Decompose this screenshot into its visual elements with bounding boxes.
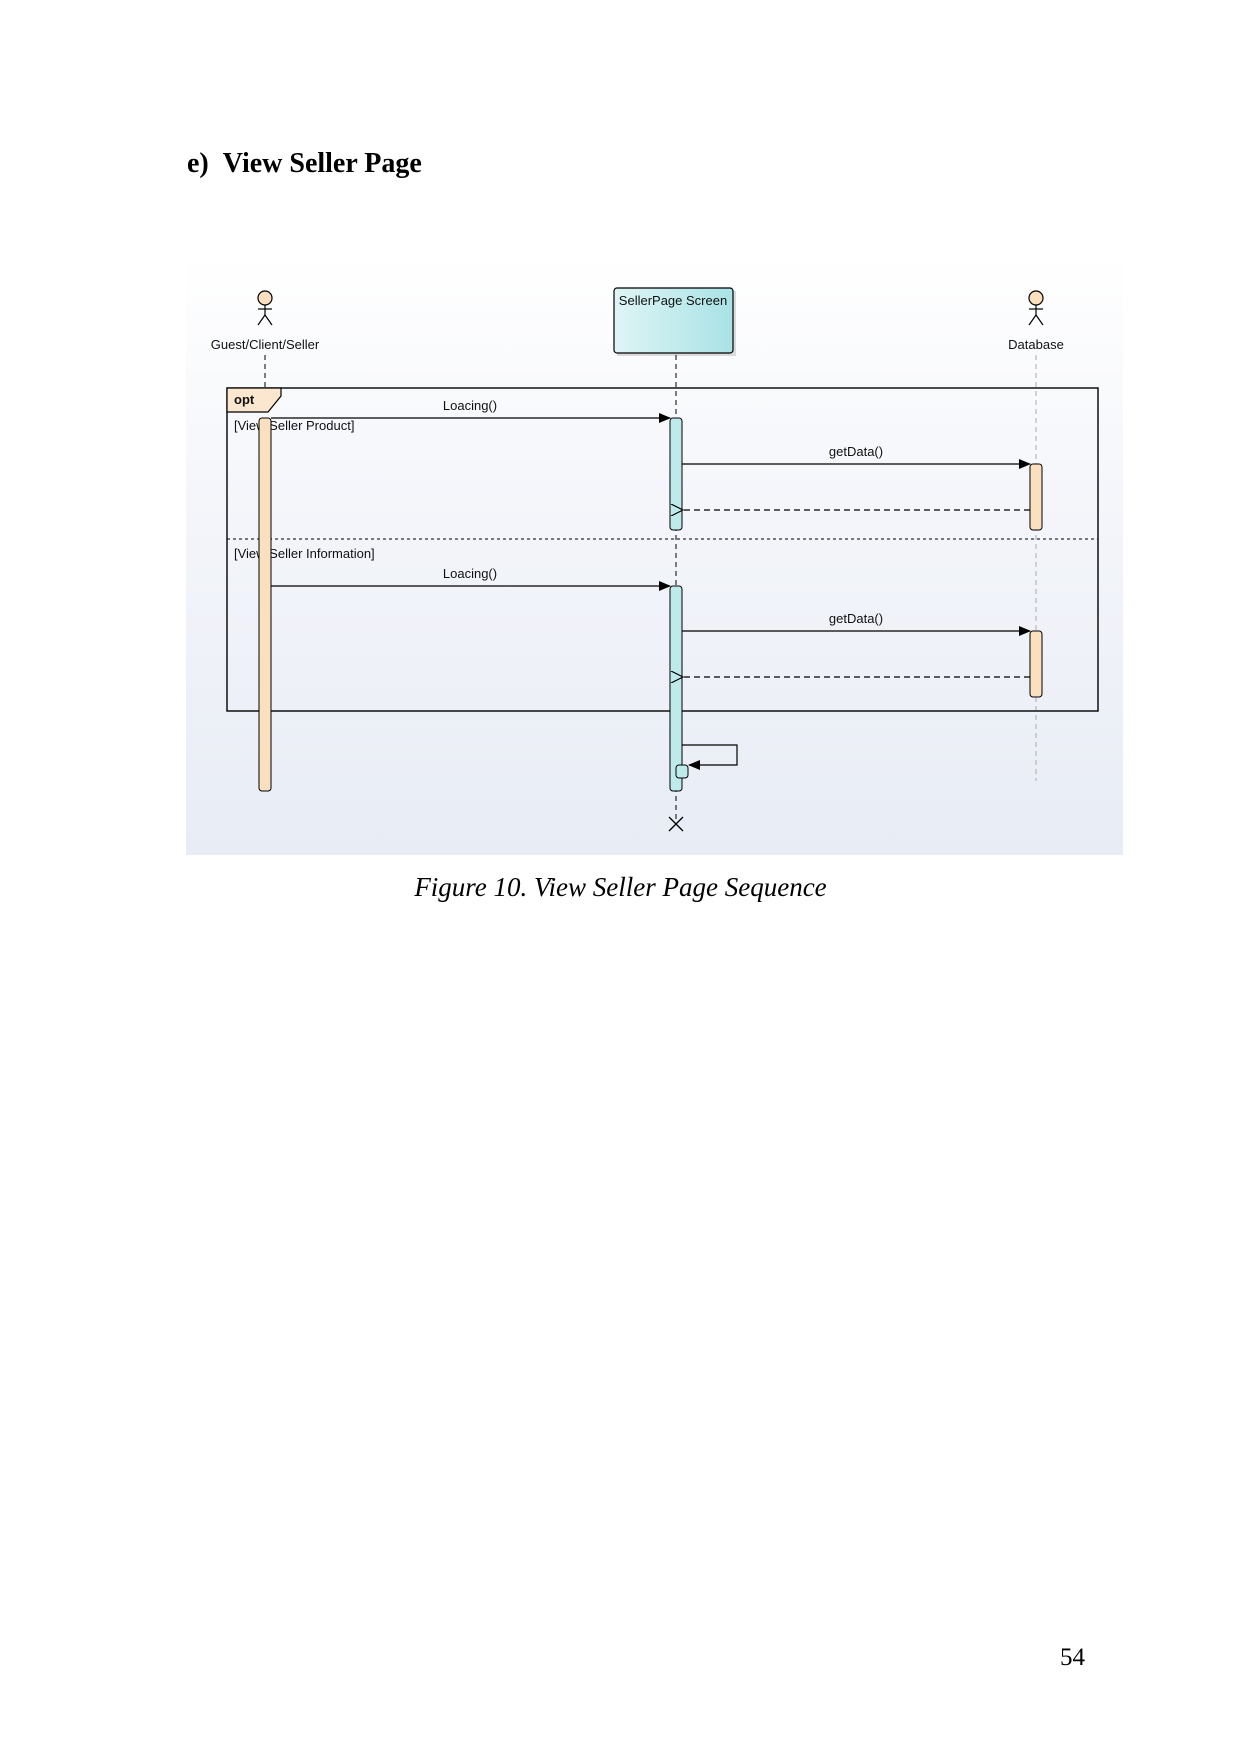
fragment-operator: opt bbox=[234, 392, 255, 407]
sequence-diagram: Guest/Client/Seller SellerPage Screen Da… bbox=[186, 253, 1123, 855]
section-title: View Seller Page bbox=[222, 148, 422, 179]
message-label: getData() bbox=[829, 444, 883, 459]
participant-sellerpage-screen: SellerPage Screen bbox=[613, 287, 736, 356]
fragment-guard-1: [View Seller Product] bbox=[234, 418, 354, 433]
screen-activation-bar-2 bbox=[669, 585, 683, 792]
database-head-icon bbox=[1028, 290, 1044, 306]
section-heading: e) View Seller Page bbox=[187, 148, 422, 180]
screen-self-activation bbox=[675, 764, 689, 779]
page-number: 54 bbox=[1060, 1644, 1085, 1671]
message-loading-1: Loacing() bbox=[271, 398, 671, 423]
opt-fragment: opt [View Seller Product] [View Seller I… bbox=[226, 387, 1099, 712]
message-getdata-2: getData() bbox=[682, 611, 1031, 636]
database-activation-bar-2 bbox=[1029, 630, 1043, 698]
database-activation-bar-1 bbox=[1029, 463, 1043, 531]
database-label: Database bbox=[1008, 337, 1064, 352]
figure-caption: Figure 10. View Seller Page Sequence bbox=[414, 872, 827, 902]
fragment-operator-tag bbox=[226, 387, 282, 413]
actor-database: Database bbox=[1008, 290, 1064, 352]
screen-activation-bar-1 bbox=[669, 417, 683, 531]
actor-head-icon bbox=[257, 290, 273, 306]
message-label: Loacing() bbox=[443, 566, 497, 581]
screen-label: SellerPage Screen bbox=[619, 293, 727, 308]
message-getdata-1: getData() bbox=[682, 444, 1031, 469]
message-self-call bbox=[682, 744, 738, 770]
message-label: getData() bbox=[829, 611, 883, 626]
actor-label: Guest/Client/Seller bbox=[211, 337, 320, 352]
message-label: Loacing() bbox=[443, 398, 497, 413]
destroy-marker-icon bbox=[668, 816, 684, 832]
message-loading-2: Loacing() bbox=[271, 566, 671, 591]
section-number: e) bbox=[187, 148, 209, 179]
fragment-guard-2: [View Seller Information] bbox=[234, 546, 375, 561]
actor-guest-client-seller: Guest/Client/Seller bbox=[211, 290, 320, 352]
actor-activation-bar bbox=[258, 417, 272, 792]
